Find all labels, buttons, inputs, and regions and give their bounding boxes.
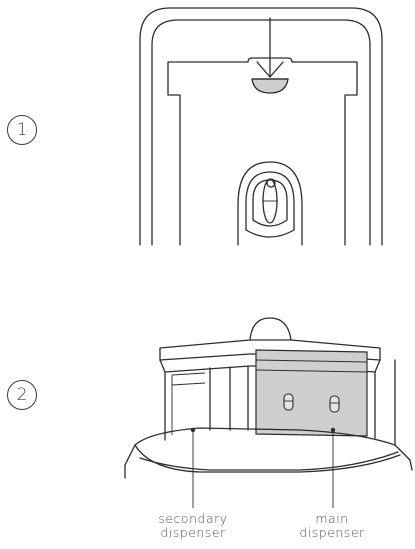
dispenser-peg-left [283,393,294,411]
callout-secondary-line1: secondary [158,511,228,526]
control-knob [237,161,303,246]
callout-main-line2: dispenser [299,525,365,540]
callout-secondary-line2: dispenser [160,525,226,540]
callout-main-line1: main [315,511,349,526]
callout-main-dispenser: main dispenser [282,512,382,540]
callout-leaders [190,427,336,508]
figure-1-appliance-front [139,7,383,246]
latch [251,78,289,94]
push-arrow-icon [256,17,284,78]
figure-2-dispenser-drawer [124,317,413,508]
main-dispenser-highlight [255,349,368,437]
dispenser-peg-right [329,395,340,413]
callout-secondary-dispenser: secondary dispenser [138,512,248,540]
step-number-1: 1 [7,115,37,145]
step-number-2: 2 [7,380,37,410]
